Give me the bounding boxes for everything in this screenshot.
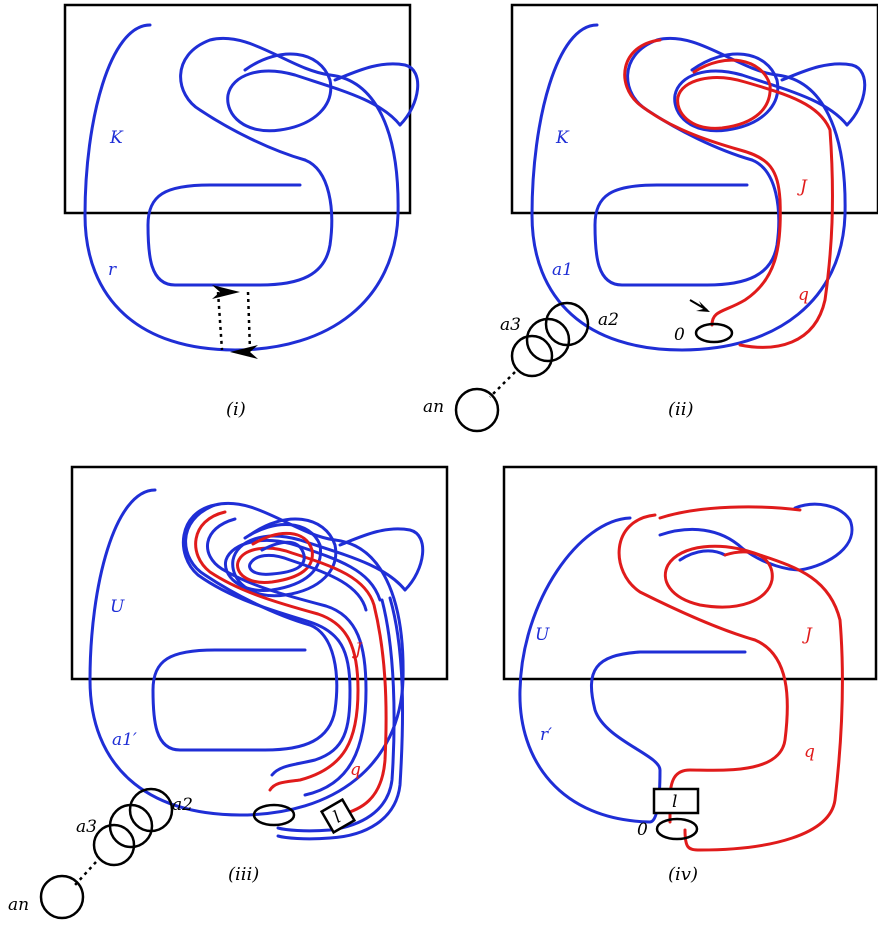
panel-ii-label-strand: q [798,285,809,305]
panel-ii-knot [530,23,867,352]
panel-ii-chain-label-an: an [423,397,444,417]
panel-i-frame [63,3,412,215]
panel-iv-zero-framed-circle [655,817,699,841]
panel-i-knot [83,23,420,352]
panel-iii-knot [88,488,425,817]
panel-ii-caption: (ii) [668,399,694,420]
panel-ii-zero-framed-circle [694,322,734,344]
panel-iii-label-arc: a1′ [112,730,137,750]
panel-iv: l U r′ J q 0 (iv) [502,465,878,885]
panel-ii-label-knot: K [555,128,570,148]
panel-iv-label-curve: J [802,625,813,645]
panel-ii-pointer-head-icon [696,301,710,312]
panel-ii-frame [510,3,878,215]
panel-iii-zero-framed-circle [252,803,296,827]
panel-i-label-knot: K [109,128,124,148]
panel-ii: K a1 J q 0 a2 a3 an (ii) [423,3,878,433]
panel-iv-label-knot: U [535,625,550,645]
panel-ii-label-curve: J [797,177,808,197]
panel-iii-label-strand: q [350,760,361,780]
panel-iv-label-framing: 0 [637,820,648,840]
panel-iii-parallel-strands [182,503,405,841]
arrow-left-icon [230,345,258,359]
arrow-right-icon [212,285,240,299]
panel-iii-box: l [319,797,357,835]
panel-ii-chain-link [454,301,590,433]
panel-ii-chain-label-a2: a2 [598,310,619,330]
panel-i-label-arc: r [108,260,117,280]
panel-ii-label-arc: a1 [552,260,573,280]
panel-i-band [216,291,252,351]
panel-iii-chain-label-a2: a2 [172,795,193,815]
panel-iii: l U a1′ J q a2 a3 an (iii) [8,465,449,920]
panel-i-caption: (i) [226,399,246,420]
panel-iv-box-label: l [672,792,677,812]
panel-iv-box: l [652,787,700,815]
panel-iii-chain-label-a3: a3 [76,817,97,837]
panel-iv-label-strand: q [804,742,815,762]
panel-i: K r (i) [63,3,420,420]
panel-ii-chain-label-a3: a3 [500,315,521,335]
panel-iii-frame [70,465,449,681]
panel-iii-label-knot: U [110,597,125,617]
panel-iv-caption: (iv) [668,864,698,885]
panel-ii-label-framing: 0 [674,325,685,345]
panel-iii-chain-link [39,787,174,920]
panel-ii-companion-curve [623,38,834,349]
panel-iv-red-curve [617,505,844,852]
panel-iii-caption: (iii) [228,864,259,885]
panel-iv-label-arc: r′ [540,725,552,745]
panel-iv-frame [502,465,878,681]
panel-iii-label-curve: J [352,640,363,660]
panel-iii-chain-label-an: an [8,895,29,915]
